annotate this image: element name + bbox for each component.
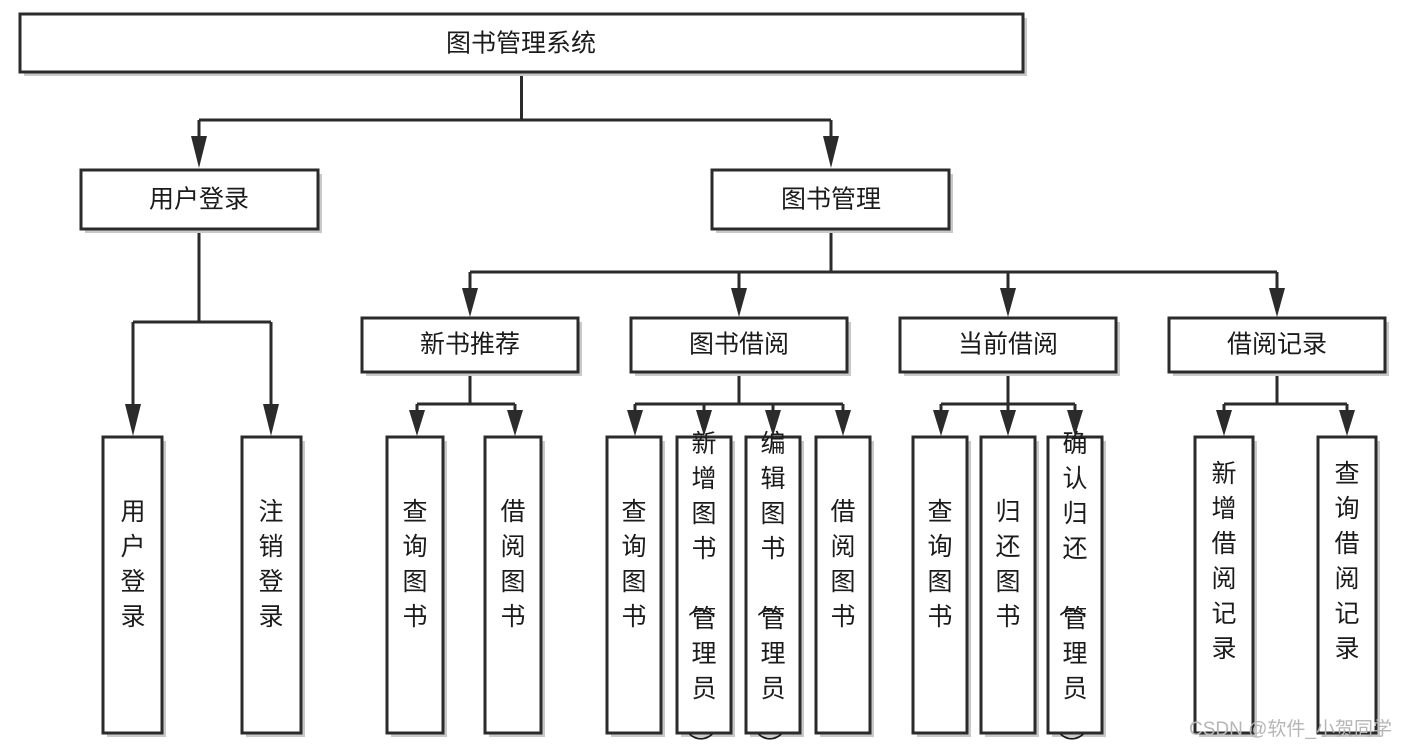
node-leaf-user-logout-box[interactable] (240, 435, 303, 735)
node-current-borrow-box[interactable] (898, 316, 1118, 374)
node-leaf-add-book[interactable]: 新增图书（管理员） (675, 430, 735, 747)
node-leaf-query-book-1-label: 查询图书 (402, 498, 427, 631)
node-leaf-confirm-return-label: 确认归还（管理员） (1056, 430, 1087, 747)
csdn-watermark: CSDN @软件_小贺同学 (1189, 718, 1392, 740)
arrowhead-leaf-add-book (696, 410, 712, 436)
node-leaf-query-book-2-label: 查询图书 (621, 498, 646, 631)
node-user-login-label: 用户登录 (149, 186, 249, 214)
arrowhead-user-login (191, 136, 207, 168)
node-user-login[interactable]: 用户登录 (79, 168, 322, 233)
node-leaf-add-record[interactable]: 新增借阅记录 (1193, 435, 1257, 737)
node-book-manage[interactable]: 图书管理 (710, 168, 953, 233)
arrowhead-leaf-query-record (1339, 410, 1355, 436)
node-leaf-user-login-label: 用户登录 (120, 498, 145, 631)
node-leaf-query-book-3[interactable]: 查询图书 (911, 435, 971, 737)
node-leaf-borrow-book-2-box[interactable] (814, 435, 872, 735)
node-leaf-return-book-box[interactable] (979, 435, 1037, 735)
node-leaf-query-record[interactable]: 查询借阅记录 (1316, 435, 1380, 737)
node-leaf-confirm-return[interactable]: 确认归还（管理员） (1046, 430, 1106, 747)
arrowhead-leaf-borrow-book-2 (835, 410, 851, 436)
arrowhead-leaf-return-book (1000, 410, 1016, 436)
node-book-borrow[interactable]: 图书借阅 (629, 316, 851, 376)
arrowhead-current-borrow (1000, 288, 1016, 317)
node-book-borrow-box[interactable] (629, 316, 849, 374)
node-leaf-user-logout-label: 注销登录 (258, 498, 283, 631)
node-leaf-query-book-2-box[interactable] (605, 435, 663, 735)
arrowhead-leaf-edit-book (765, 410, 781, 436)
arrowhead-leaf-confirm-return (1067, 410, 1083, 436)
node-root-box[interactable] (18, 12, 1025, 74)
connectors-layer (125, 72, 1355, 436)
node-leaf-query-book-1[interactable]: 查询图书 (385, 435, 447, 737)
node-leaf-query-book-3-label: 查询图书 (927, 498, 952, 631)
node-leaf-add-book-label: 新增图书（管理员） (685, 430, 716, 747)
arrowhead-book-borrow (731, 288, 747, 317)
arrowhead-leaf-query-book-2 (627, 410, 643, 436)
node-book-borrow-label: 图书借阅 (689, 331, 789, 359)
node-borrow-record-box[interactable] (1167, 316, 1387, 374)
node-leaf-edit-book[interactable]: 编辑图书（管理员） (744, 430, 804, 747)
node-leaf-query-record-box[interactable] (1316, 435, 1378, 735)
node-leaf-query-book-3-box[interactable] (911, 435, 969, 735)
node-leaf-add-record-box[interactable] (1193, 435, 1255, 735)
node-leaf-borrow-book-1[interactable]: 借阅图书 (483, 435, 545, 737)
node-root-label: 图书管理系统 (446, 30, 596, 58)
node-borrow-record-label: 借阅记录 (1227, 331, 1327, 359)
node-user-login-box[interactable] (79, 168, 320, 231)
node-current-borrow-label: 当前借阅 (958, 331, 1058, 359)
node-new-book-rec-label: 新书推荐 (420, 331, 520, 359)
arrowhead-leaf-query-book-1 (409, 410, 425, 436)
node-root[interactable]: 图书管理系统 (18, 12, 1027, 76)
node-book-manage-box[interactable] (710, 168, 951, 231)
node-leaf-borrow-book-1-box[interactable] (483, 435, 543, 735)
arrowhead-leaf-add-record (1216, 410, 1232, 436)
node-leaf-borrow-book-1-label: 借阅图书 (500, 498, 525, 631)
arrowhead-leaf-user-login (125, 404, 141, 436)
node-leaf-user-login[interactable]: 用户登录 (101, 435, 166, 737)
node-leaf-add-record-label: 新增借阅记录 (1211, 460, 1236, 663)
node-current-borrow[interactable]: 当前借阅 (898, 316, 1120, 376)
arrowhead-borrow-record (1269, 288, 1285, 317)
node-borrow-record[interactable]: 借阅记录 (1167, 316, 1389, 376)
node-new-book-rec-box[interactable] (360, 316, 580, 374)
arrowhead-leaf-query-book-3 (933, 410, 949, 436)
node-leaf-edit-book-box[interactable] (744, 435, 802, 735)
arrowhead-leaf-borrow-book-1 (507, 410, 523, 436)
node-leaf-edit-book-label: 编辑图书（管理员） (754, 430, 785, 747)
node-leaf-confirm-return-box[interactable] (1046, 435, 1104, 735)
node-book-manage-label: 图书管理 (781, 186, 881, 214)
node-leaf-query-book-1-box[interactable] (385, 435, 445, 735)
node-leaf-user-logout[interactable]: 注销登录 (240, 435, 305, 737)
node-leaf-borrow-book-2-label: 借阅图书 (830, 498, 855, 631)
node-leaf-query-record-label: 查询借阅记录 (1334, 460, 1359, 663)
arrowhead-book-manage (823, 136, 839, 168)
arrowhead-leaf-user-logout (263, 404, 279, 436)
node-leaf-borrow-book-2[interactable]: 借阅图书 (814, 435, 874, 737)
node-new-book-rec[interactable]: 新书推荐 (360, 316, 582, 376)
node-leaf-add-book-box[interactable] (675, 435, 733, 735)
node-leaf-user-login-box[interactable] (101, 435, 164, 735)
node-leaf-return-book-label: 归还图书 (995, 498, 1020, 631)
arrowhead-new-book-rec (462, 288, 478, 317)
node-leaf-return-book[interactable]: 归还图书 (979, 435, 1039, 737)
node-leaf-query-book-2[interactable]: 查询图书 (605, 435, 665, 737)
